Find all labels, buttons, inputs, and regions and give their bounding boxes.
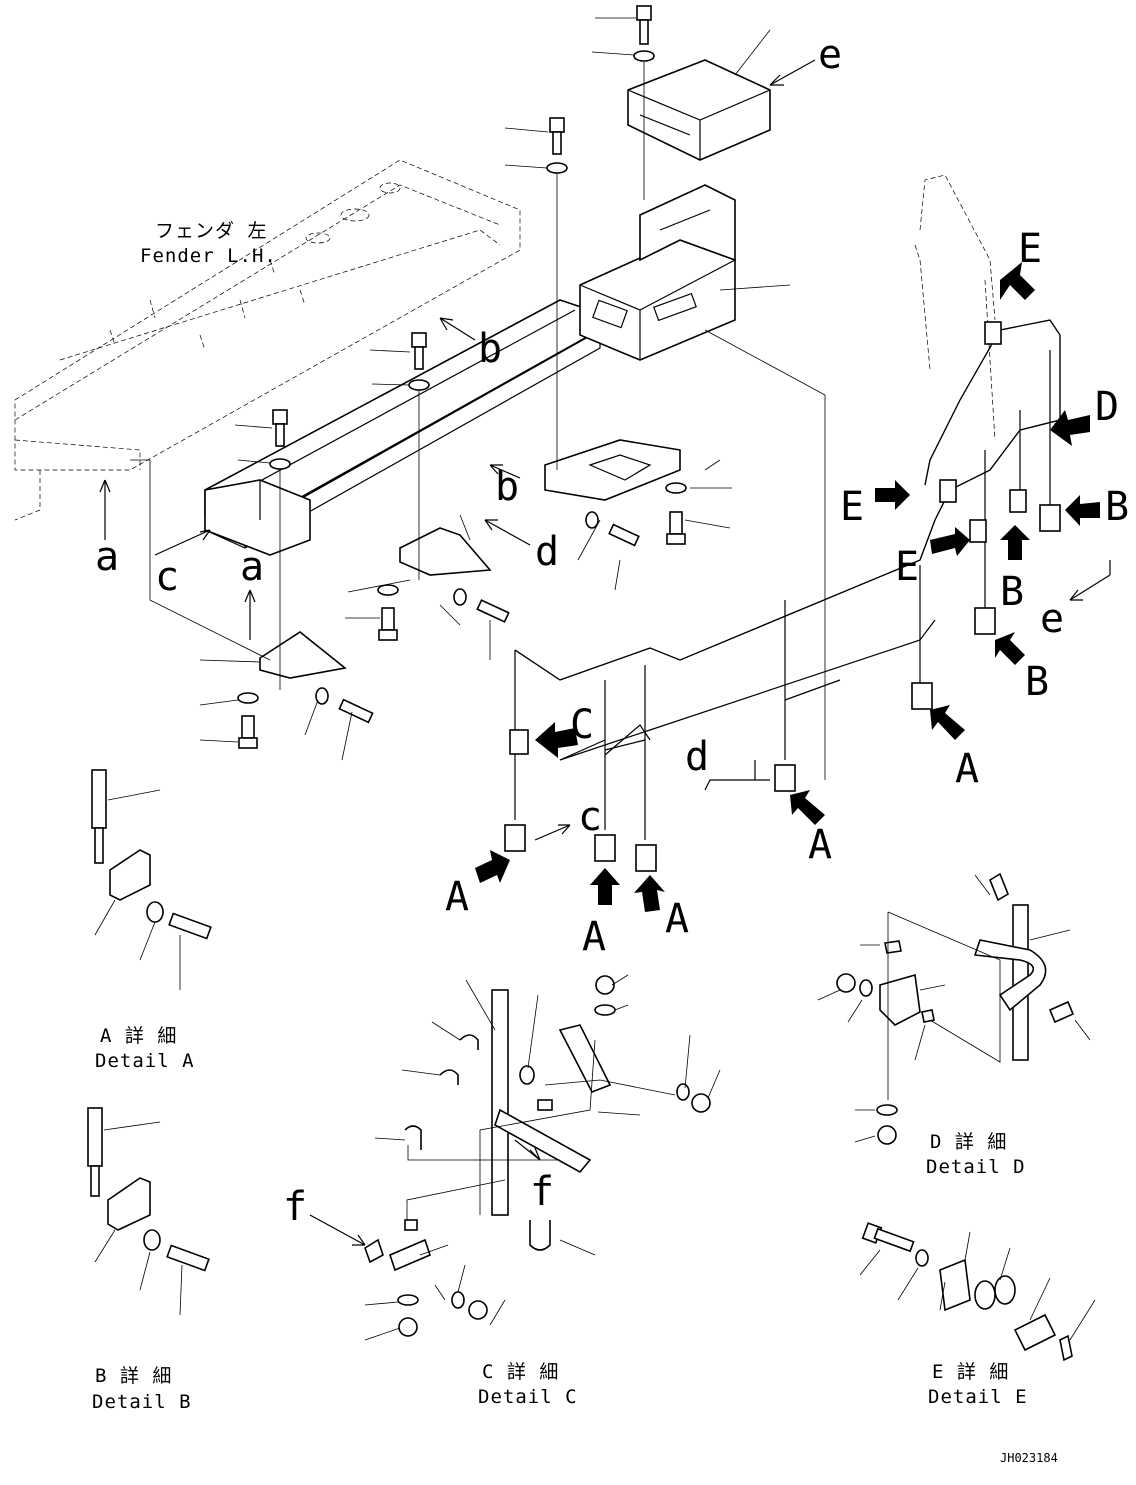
- label-E-1: E: [1018, 226, 1042, 272]
- arrow-a-2: [930, 705, 965, 740]
- detail-b-title-jp: B 詳 細: [95, 1365, 172, 1387]
- arrow-a-4: [475, 850, 510, 883]
- fender-label-jp: フェンダ 左: [155, 220, 267, 242]
- detail-c-title-en: Detail C: [478, 1386, 578, 1408]
- detail-d-title-jp: D 詳 細: [930, 1131, 1007, 1153]
- arrow-b-1: [1065, 495, 1100, 526]
- label-A-3: A: [445, 874, 469, 920]
- detail-c-parts: [364, 974, 721, 1341]
- detail-c-title-jp: C 詳 細: [482, 1361, 559, 1383]
- label-A-5: A: [582, 914, 606, 960]
- label-E-2: E: [840, 484, 864, 530]
- arrow-e-top: [769, 59, 816, 86]
- arrow-a-6: [634, 875, 665, 912]
- arrow-a-up-2: [244, 589, 256, 640]
- arrow-b-2: [1000, 525, 1030, 560]
- arrow-b-upper: [439, 317, 476, 341]
- arrow-d-frame: [484, 519, 531, 546]
- detail-d-title-en: Detail D: [926, 1156, 1026, 1178]
- label-E-3: E: [895, 544, 919, 590]
- caption-labels: フェンダ 左 Fender L.H. A 詳 細 Detail A B 詳 細 …: [92, 220, 1058, 1465]
- arrow-b-3: [995, 632, 1025, 665]
- fasteners-upper: [237, 5, 687, 749]
- label-A-2: A: [808, 822, 832, 868]
- label-a-1: a: [95, 534, 119, 580]
- label-d-1: d: [535, 529, 559, 575]
- arrow-e-rail: [1069, 560, 1111, 601]
- label-f-1: f: [530, 1169, 554, 1215]
- label-B-2: B: [1000, 569, 1024, 615]
- arrow-c-frame: [154, 529, 211, 556]
- letter-labels: e b b d a c a E D E B E B e B C A d c A …: [95, 32, 1129, 1230]
- arrow-b-lower: [489, 464, 521, 479]
- arrow-a-1: [1000, 262, 1035, 300]
- detail-e-parts: [859, 1222, 1096, 1362]
- detail-e-title-jp: E 詳 細: [932, 1361, 1009, 1383]
- detail-b-parts: [87, 1107, 210, 1316]
- pointer-arrows: [99, 59, 1111, 1246]
- top-cover-e: [627, 59, 771, 161]
- arrow-a-up-1: [99, 479, 111, 540]
- label-C-1: C: [570, 702, 594, 748]
- fender-lh-outline: [14, 159, 521, 521]
- label-d-2: d: [685, 734, 709, 780]
- leader-lines-upper: [130, 17, 826, 780]
- detail-d-parts: [817, 872, 1091, 1145]
- label-A-1: A: [955, 746, 979, 792]
- detail-a-title-en: Detail A: [95, 1050, 195, 1072]
- step-frame-assembly: [204, 184, 736, 556]
- support-brackets: [259, 527, 492, 679]
- label-c-1: c: [155, 554, 179, 600]
- arrow-c-rail: [534, 824, 571, 841]
- label-e-2: e: [1040, 596, 1064, 642]
- mid-bracket-plate: [544, 439, 681, 501]
- detail-b-title-en: Detail B: [92, 1391, 192, 1413]
- handrail-assembly: [504, 174, 1061, 872]
- label-e-top: e: [818, 32, 842, 78]
- arrow-a-3: [790, 790, 825, 825]
- label-b-2: b: [495, 464, 519, 510]
- label-A-4: A: [665, 896, 689, 942]
- label-f-2: f: [283, 1184, 307, 1230]
- label-B-3: B: [1025, 659, 1049, 705]
- arrow-f-2: [514, 1139, 541, 1161]
- arrow-d-rail: [704, 760, 770, 791]
- drawing-id: JH023184: [1000, 1451, 1058, 1465]
- label-a-2: a: [240, 544, 264, 590]
- detail-a-title-jp: A 詳 細: [100, 1025, 177, 1047]
- arrow-e-2: [930, 527, 970, 556]
- label-D: D: [1095, 384, 1119, 430]
- arrow-a-5: [590, 868, 620, 905]
- arrow-d: [1050, 410, 1090, 446]
- detail-e-title-en: Detail E: [928, 1386, 1028, 1408]
- label-B-1: B: [1105, 484, 1129, 530]
- arrow-f-1: [309, 1214, 366, 1246]
- fender-label-en: Fender L.H.: [140, 245, 277, 267]
- detail-a-parts: [91, 769, 212, 990]
- label-c-2: c: [578, 794, 602, 840]
- arrow-c-1: [535, 722, 578, 758]
- arrow-e-1: [875, 480, 910, 510]
- label-b-1: b: [478, 326, 502, 372]
